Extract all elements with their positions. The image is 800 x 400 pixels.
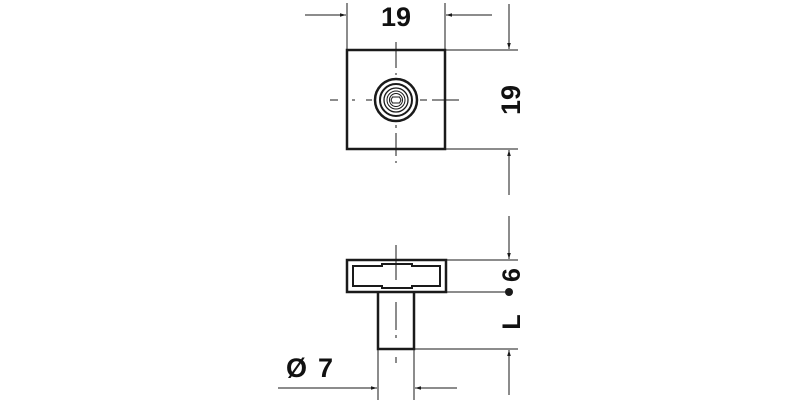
nut-head-pocket: [352, 263, 441, 289]
reference-dot-icon: [505, 288, 513, 296]
centerlines: [330, 42, 459, 163]
height-dimension: [445, 4, 518, 195]
diameter-symbol: Ø: [286, 353, 307, 383]
side-view: [345, 245, 448, 400]
diameter-label: 7: [318, 353, 333, 383]
bore-icon: [373, 77, 419, 123]
width-dimension: [305, 3, 492, 50]
length-dimension: [414, 216, 518, 395]
top-view: [330, 42, 459, 163]
length-label: L: [498, 314, 526, 329]
width-label: 19: [381, 2, 411, 32]
nut-shank: [376, 292, 416, 351]
height-label: 19: [496, 85, 526, 115]
head-thickness-label: 6: [498, 268, 526, 282]
